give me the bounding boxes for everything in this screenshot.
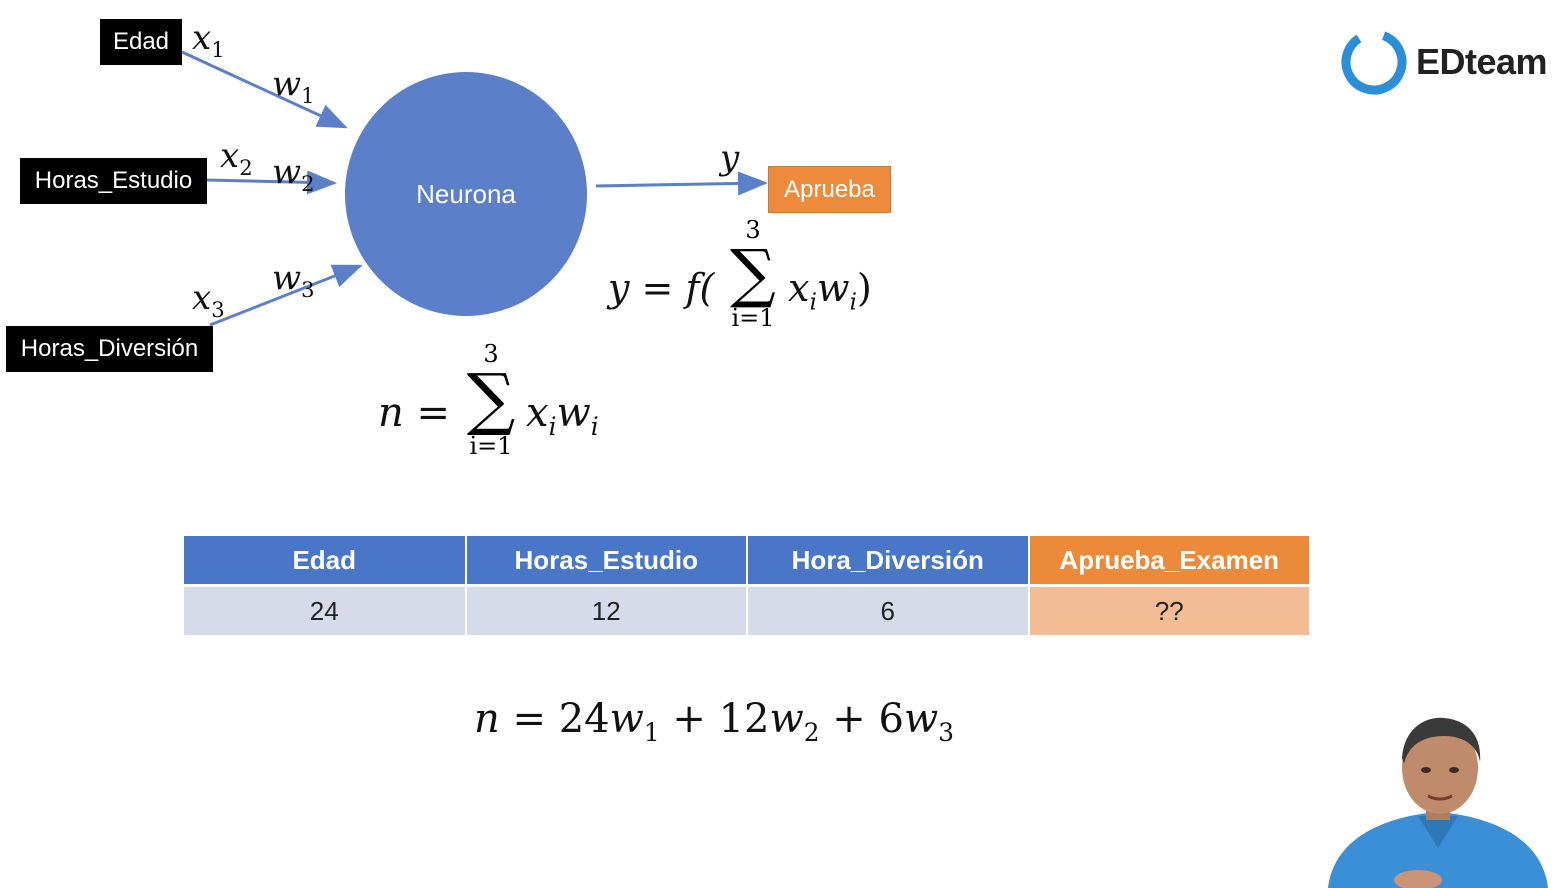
- formula-y-term: xiwi): [788, 266, 872, 316]
- formula-y-lhs: y = f(: [608, 266, 715, 310]
- table-cell: 24: [184, 585, 467, 635]
- var-x3: x3: [192, 278, 225, 322]
- var-w3: w3: [272, 258, 315, 302]
- formula-n-term: xiwi: [526, 390, 599, 441]
- edge-x1: [181, 50, 348, 129]
- input-label-edad: Edad: [100, 19, 182, 65]
- formula-expanded: n = 24w1 + 12w2 + 6w3: [474, 696, 954, 747]
- formula-n-sum: 3 ∑ i=1: [466, 340, 516, 460]
- var-y: y: [720, 138, 740, 178]
- table-cell: 6: [747, 585, 1030, 635]
- output-node: Aprueba: [768, 166, 891, 213]
- edge-x2: [205, 170, 337, 195]
- formula-y-sum: 3 ∑ i=1: [730, 216, 776, 332]
- neuron-label: Neurona: [416, 178, 516, 209]
- table-cell: ??: [1028, 585, 1311, 635]
- formula-n-lhs: n =: [378, 390, 450, 436]
- input-label-text: Horas_Diversión: [20, 335, 199, 362]
- table-header-cell: Aprueba_Examen: [1028, 536, 1311, 587]
- input-label-text: Horas_Estudio: [34, 167, 193, 194]
- edge-output: [595, 171, 768, 196]
- edteam-logo: EDteam: [1338, 26, 1548, 98]
- table-row: 24 12 6 ??: [184, 585, 1311, 635]
- table-header-cell: Hora_Diversión: [747, 536, 1030, 587]
- table-header-row: Edad Horas_Estudio Hora_Diversión Aprueb…: [184, 536, 1311, 587]
- var-x2: x2: [220, 136, 253, 180]
- table-cell: 12: [465, 585, 748, 635]
- input-label-horas-estudio: Horas_Estudio: [20, 158, 207, 204]
- var-w1: w1: [272, 64, 315, 108]
- table-header-cell: Horas_Estudio: [465, 536, 748, 587]
- input-label-text: Edad: [112, 28, 170, 55]
- logo-text: EDteam: [1416, 41, 1548, 82]
- neuron-node: Neurona: [345, 72, 587, 316]
- output-label: Aprueba: [784, 175, 875, 203]
- presenter-video: [1328, 717, 1548, 888]
- var-x1: x1: [192, 18, 225, 62]
- table-header-cell: Edad: [184, 536, 467, 587]
- input-table: Edad Horas_Estudio Hora_Diversión Aprueb…: [184, 536, 1311, 635]
- var-w2: w2: [272, 152, 315, 196]
- logo-ring-icon: [1341, 29, 1407, 95]
- edge-x3: [209, 264, 363, 327]
- input-label-horas-diversion: Horas_Diversión: [6, 326, 213, 372]
